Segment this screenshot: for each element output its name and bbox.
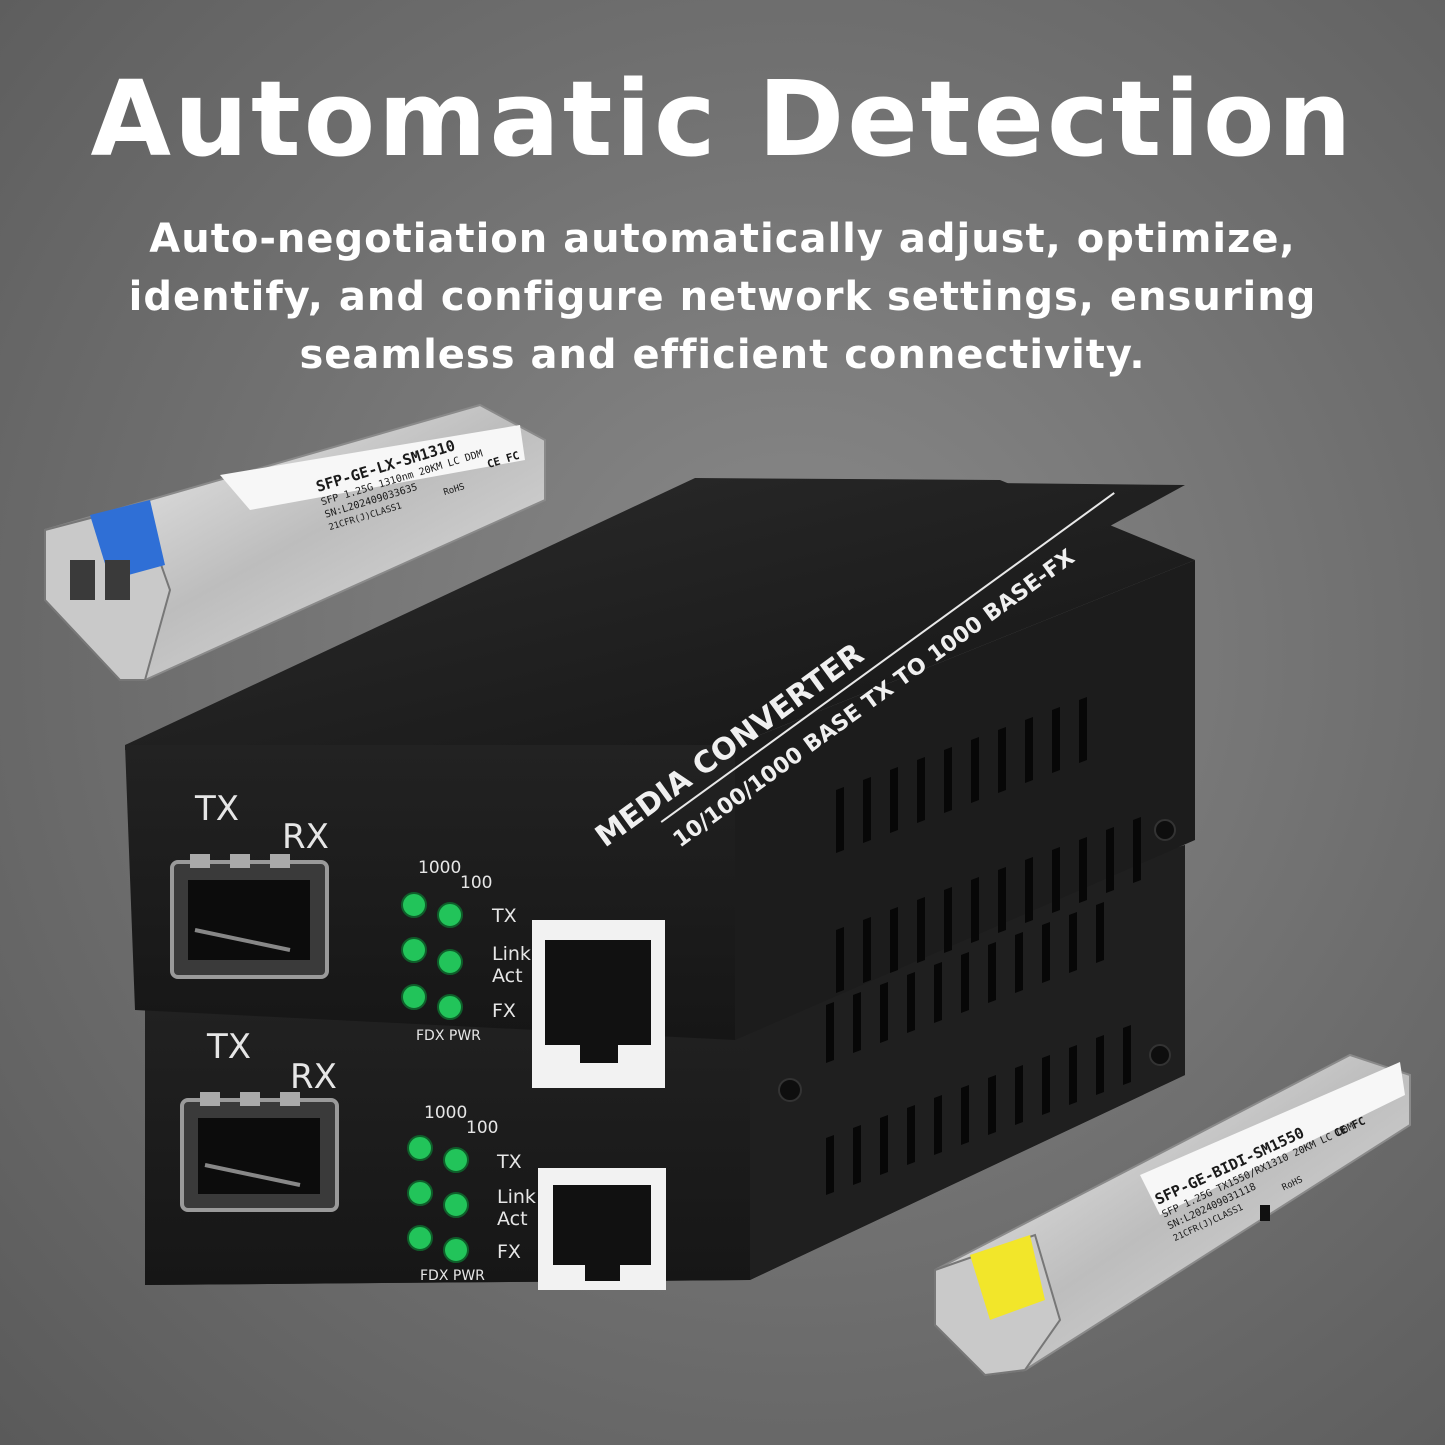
subheadline-line-2: identify, and configure network settings… <box>128 274 1317 320</box>
led-icon <box>407 1225 433 1251</box>
sfp-module-left: SFP-GE-LX-SM1310 SFP 1.25G 1310nm 20KM L… <box>44 403 546 681</box>
sfp-left-label-plate <box>220 425 525 510</box>
upper-led-fdx-pwr-label: FDX PWR <box>416 1028 481 1044</box>
screw-icon <box>1149 1044 1171 1066</box>
led-icon <box>437 994 463 1020</box>
lower-led-fdx-pwr-label: FDX PWR <box>420 1268 485 1284</box>
upper-rj45-port <box>532 920 665 1088</box>
subheadline-line-1: Auto-negotiation automatically adjust, o… <box>149 216 1296 262</box>
led-icon <box>443 1147 469 1173</box>
upper-led-1000-label: 1000 <box>418 858 461 878</box>
led-icon <box>437 902 463 928</box>
subheadline-line-3: seamless and efficient connectivity. <box>299 332 1146 378</box>
upper-led-fx-label: FX <box>492 1000 516 1022</box>
upper-led-tx-label: TX <box>491 905 517 927</box>
led-icon <box>443 1237 469 1263</box>
upper-led-100-label: 100 <box>460 873 492 893</box>
headline: Automatic Detection <box>90 58 1355 180</box>
subheadline: Auto-negotiation automatically adjust, o… <box>70 210 1375 384</box>
upper-led-array <box>401 892 463 1020</box>
upper-led-act-label: Act <box>492 965 523 987</box>
lower-led-array <box>407 1135 469 1263</box>
lower-led-fx-label: FX <box>497 1241 521 1263</box>
lower-port-tx-label: TX <box>206 1027 251 1067</box>
upper-side-panel <box>735 560 1195 1040</box>
sfp-module-right: SFP-GE-BIDI-SM1550 SFP 1.25G TX1550/RX13… <box>934 1053 1411 1377</box>
lower-led-link-label: Link <box>497 1186 536 1208</box>
led-icon <box>401 937 427 963</box>
upper-vents <box>836 697 1141 993</box>
upper-sfp-cage <box>170 854 329 979</box>
lower-led-tx-label: TX <box>496 1151 522 1173</box>
sfp-right-latch <box>970 1235 1045 1320</box>
screw-icon <box>778 1078 802 1102</box>
upper-top-panel <box>125 478 1195 750</box>
led-icon <box>407 1135 433 1161</box>
lower-led-act-label: Act <box>497 1208 528 1230</box>
lower-port-rx-label: RX <box>290 1057 337 1097</box>
led-icon <box>407 1180 433 1206</box>
upper-port-rx-label: RX <box>282 817 329 857</box>
upper-led-link-label: Link <box>492 943 531 965</box>
led-icon <box>437 949 463 975</box>
lower-sfp-cage <box>180 1092 339 1212</box>
screw-icon <box>1154 819 1176 841</box>
sfp-right-label-plate <box>1140 1062 1405 1215</box>
led-icon <box>401 984 427 1010</box>
upper-port-tx-label: TX <box>194 789 239 829</box>
lower-led-1000-label: 1000 <box>424 1103 467 1123</box>
led-icon <box>443 1192 469 1218</box>
lower-rj45-port <box>538 1168 666 1290</box>
led-icon <box>401 892 427 918</box>
media-converter-upper: MEDIA CONVERTER 10/100/1000 BASE TX TO 1… <box>125 478 1195 1102</box>
lower-led-100-label: 100 <box>466 1118 498 1138</box>
